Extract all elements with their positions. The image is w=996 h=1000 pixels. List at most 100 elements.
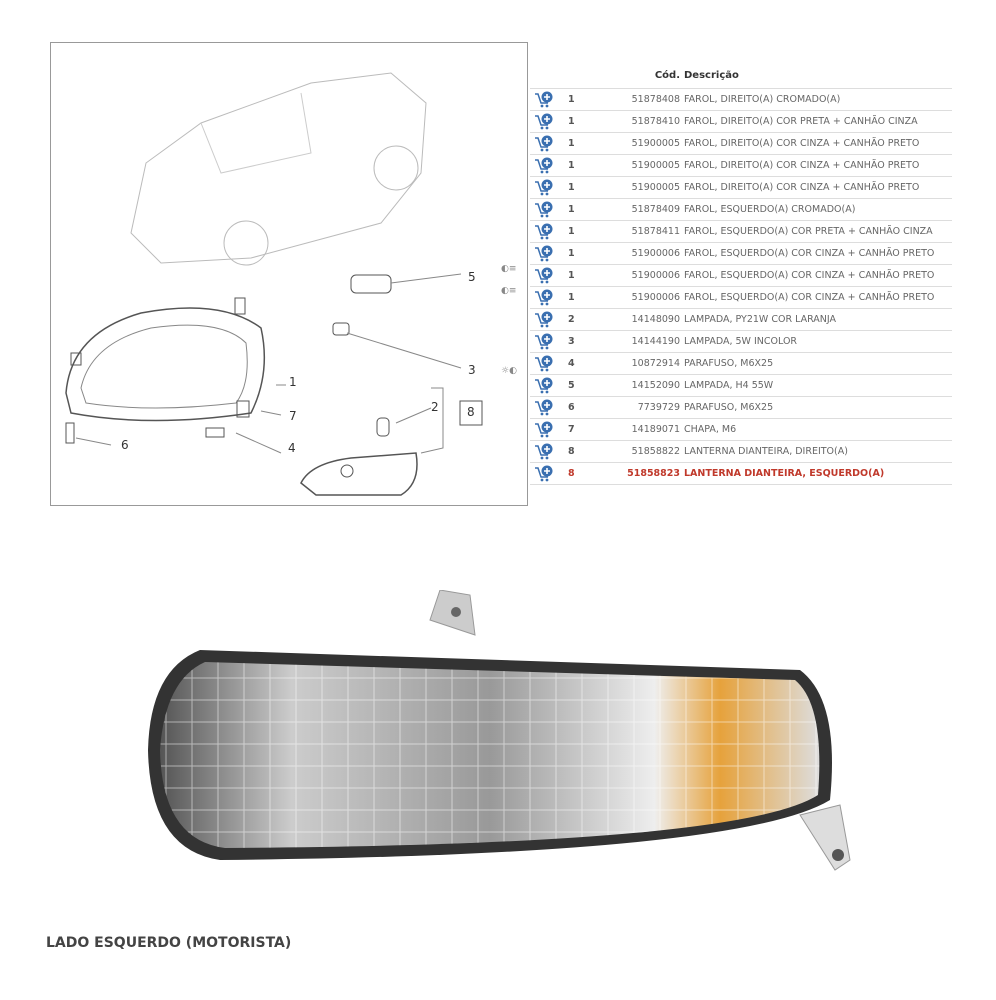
row-description: CHAPA, M6: [684, 424, 737, 435]
row-description: LANTERNA DIANTEIRA, DIREITO(A): [684, 446, 848, 457]
row-code: 14189071: [631, 424, 680, 435]
table-row: 7 14189071 CHAPA, M6: [530, 418, 952, 440]
row-qty: 1: [568, 248, 575, 259]
exploded-view-drawing: ◐≡ ◐≡ ☼◐: [65, 72, 517, 496]
parts-diagram: ◐≡ ◐≡ ☼◐ 5 1 3 7 2 8 6 4: [50, 42, 528, 506]
row-description: FAROL, ESQUERDO(A) COR PRETA + CANHÃO CI…: [684, 226, 933, 237]
row-description: FAROL, ESQUERDO(A) CROMADO(A): [684, 204, 856, 215]
add-to-cart-icon[interactable]: [534, 311, 554, 328]
table-row: 5 14152090 LAMPADA, H4 55W: [530, 374, 952, 396]
add-to-cart-icon[interactable]: [534, 377, 554, 394]
add-to-cart-icon[interactable]: [534, 245, 554, 262]
callout-7: 7: [289, 409, 297, 423]
row-description: LANTERNA DIANTEIRA, ESQUERDO(A): [684, 468, 885, 479]
row-code: 51858822: [631, 446, 680, 457]
callout-2: 2: [431, 400, 439, 414]
add-to-cart-icon[interactable]: [534, 333, 554, 350]
add-to-cart-icon[interactable]: [534, 399, 554, 416]
add-to-cart-icon[interactable]: [534, 421, 554, 438]
table-row: 8 51858823 LANTERNA DIANTEIRA, ESQUERDO(…: [530, 462, 952, 485]
table-row: 6 7739729 PARAFUSO, M6X25: [530, 396, 952, 418]
row-qty: 1: [568, 270, 575, 281]
row-description: FAROL, DIREITO(A) COR CINZA + CANHÃO PRE…: [684, 182, 920, 193]
parts-table: Cód. Descrição 1 51878408 FAROL, DIREITO…: [530, 66, 952, 485]
table-row: 4 10872914 PARAFUSO, M6X25: [530, 352, 952, 374]
row-qty: 6: [568, 402, 575, 413]
add-to-cart-icon[interactable]: [534, 443, 554, 460]
row-description: LAMPADA, PY21W COR LARANJA: [684, 314, 837, 325]
row-qty: 1: [568, 204, 575, 215]
table-row: 1 51878410 FAROL, DIREITO(A) COR PRETA +…: [530, 110, 952, 132]
add-to-cart-icon[interactable]: [534, 201, 554, 218]
table-row: 1 51878408 FAROL, DIREITO(A) CROMADO(A): [530, 88, 952, 110]
row-qty: 1: [568, 94, 575, 105]
row-code: 51878409: [631, 204, 680, 215]
row-code: 51878411: [631, 226, 680, 237]
callout-8: 8: [467, 405, 475, 419]
row-code: 14148090: [631, 314, 680, 325]
row-description: FAROL, DIREITO(A) CROMADO(A): [684, 94, 841, 105]
table-row: 1 51900006 FAROL, ESQUERDO(A) COR CINZA …: [530, 264, 952, 286]
row-code: 51878408: [631, 94, 680, 105]
svg-text:◐≡: ◐≡: [501, 264, 516, 274]
row-qty: 8: [568, 446, 575, 457]
table-row: 2 14148090 LAMPADA, PY21W COR LARANJA: [530, 308, 952, 330]
row-description: FAROL, DIREITO(A) COR PRETA + CANHÃO CIN…: [684, 116, 918, 127]
svg-text:◐≡: ◐≡: [501, 286, 516, 296]
header-code: Cód.: [654, 70, 680, 81]
add-to-cart-icon[interactable]: [534, 179, 554, 196]
callout-5: 5: [468, 270, 476, 284]
add-to-cart-icon[interactable]: [534, 157, 554, 174]
callout-1: 1: [289, 375, 297, 389]
table-header: Cód. Descrição: [530, 66, 952, 88]
add-to-cart-icon[interactable]: [534, 113, 554, 130]
row-code: 51858823: [627, 468, 680, 479]
row-qty: 1: [568, 160, 575, 171]
header-description: Descrição: [684, 70, 739, 81]
row-code: 51900006: [631, 270, 680, 281]
table-row: 1 51900006 FAROL, ESQUERDO(A) COR CINZA …: [530, 286, 952, 308]
row-qty: 1: [568, 138, 575, 149]
product-photo-turn-signal-lamp: [148, 590, 851, 871]
callout-4: 4: [288, 441, 296, 455]
callout-6: 6: [121, 438, 129, 452]
row-description: LAMPADA, 5W INCOLOR: [684, 336, 798, 347]
row-qty: 1: [568, 182, 575, 193]
table-row: 1 51878409 FAROL, ESQUERDO(A) CROMADO(A): [530, 198, 952, 220]
add-to-cart-icon[interactable]: [534, 267, 554, 284]
callout-3: 3: [468, 363, 476, 377]
row-description: FAROL, DIREITO(A) COR CINZA + CANHÃO PRE…: [684, 160, 920, 171]
row-code: 7739729: [637, 402, 680, 413]
row-qty: 1: [568, 116, 575, 127]
add-to-cart-icon[interactable]: [534, 355, 554, 372]
row-qty: 3: [568, 336, 575, 347]
table-row: 3 14144190 LAMPADA, 5W INCOLOR: [530, 330, 952, 352]
row-code: 51900005: [631, 182, 680, 193]
row-qty: 8: [568, 468, 575, 479]
row-qty: 2: [568, 314, 575, 325]
table-row: 1 51900005 FAROL, DIREITO(A) COR CINZA +…: [530, 176, 952, 198]
row-description: FAROL, ESQUERDO(A) COR CINZA + CANHÃO PR…: [684, 248, 935, 259]
row-code: 14144190: [631, 336, 680, 347]
row-description: FAROL, ESQUERDO(A) COR CINZA + CANHÃO PR…: [684, 292, 935, 303]
row-description: LAMPADA, H4 55W: [684, 380, 774, 391]
add-to-cart-icon[interactable]: [534, 135, 554, 152]
add-to-cart-icon[interactable]: [534, 465, 554, 482]
row-description: PARAFUSO, M6X25: [684, 402, 774, 413]
add-to-cart-icon[interactable]: [534, 289, 554, 306]
row-description: PARAFUSO, M6X25: [684, 358, 774, 369]
add-to-cart-icon[interactable]: [534, 223, 554, 240]
table-row: 8 51858822 LANTERNA DIANTEIRA, DIREITO(A…: [530, 440, 952, 462]
row-code: 51900006: [631, 292, 680, 303]
row-qty: 4: [568, 358, 575, 369]
row-code: 10872914: [631, 358, 680, 369]
add-to-cart-icon[interactable]: [534, 91, 554, 108]
row-description: FAROL, DIREITO(A) COR CINZA + CANHÃO PRE…: [684, 138, 920, 149]
row-code: 51900005: [631, 160, 680, 171]
product-caption: LADO ESQUERDO (MOTORISTA): [46, 935, 292, 951]
row-code: 51900005: [631, 138, 680, 149]
row-qty: 7: [568, 424, 575, 435]
row-description: FAROL, ESQUERDO(A) COR CINZA + CANHÃO PR…: [684, 270, 935, 281]
table-row: 1 51900005 FAROL, DIREITO(A) COR CINZA +…: [530, 132, 952, 154]
row-code: 51878410: [631, 116, 680, 127]
